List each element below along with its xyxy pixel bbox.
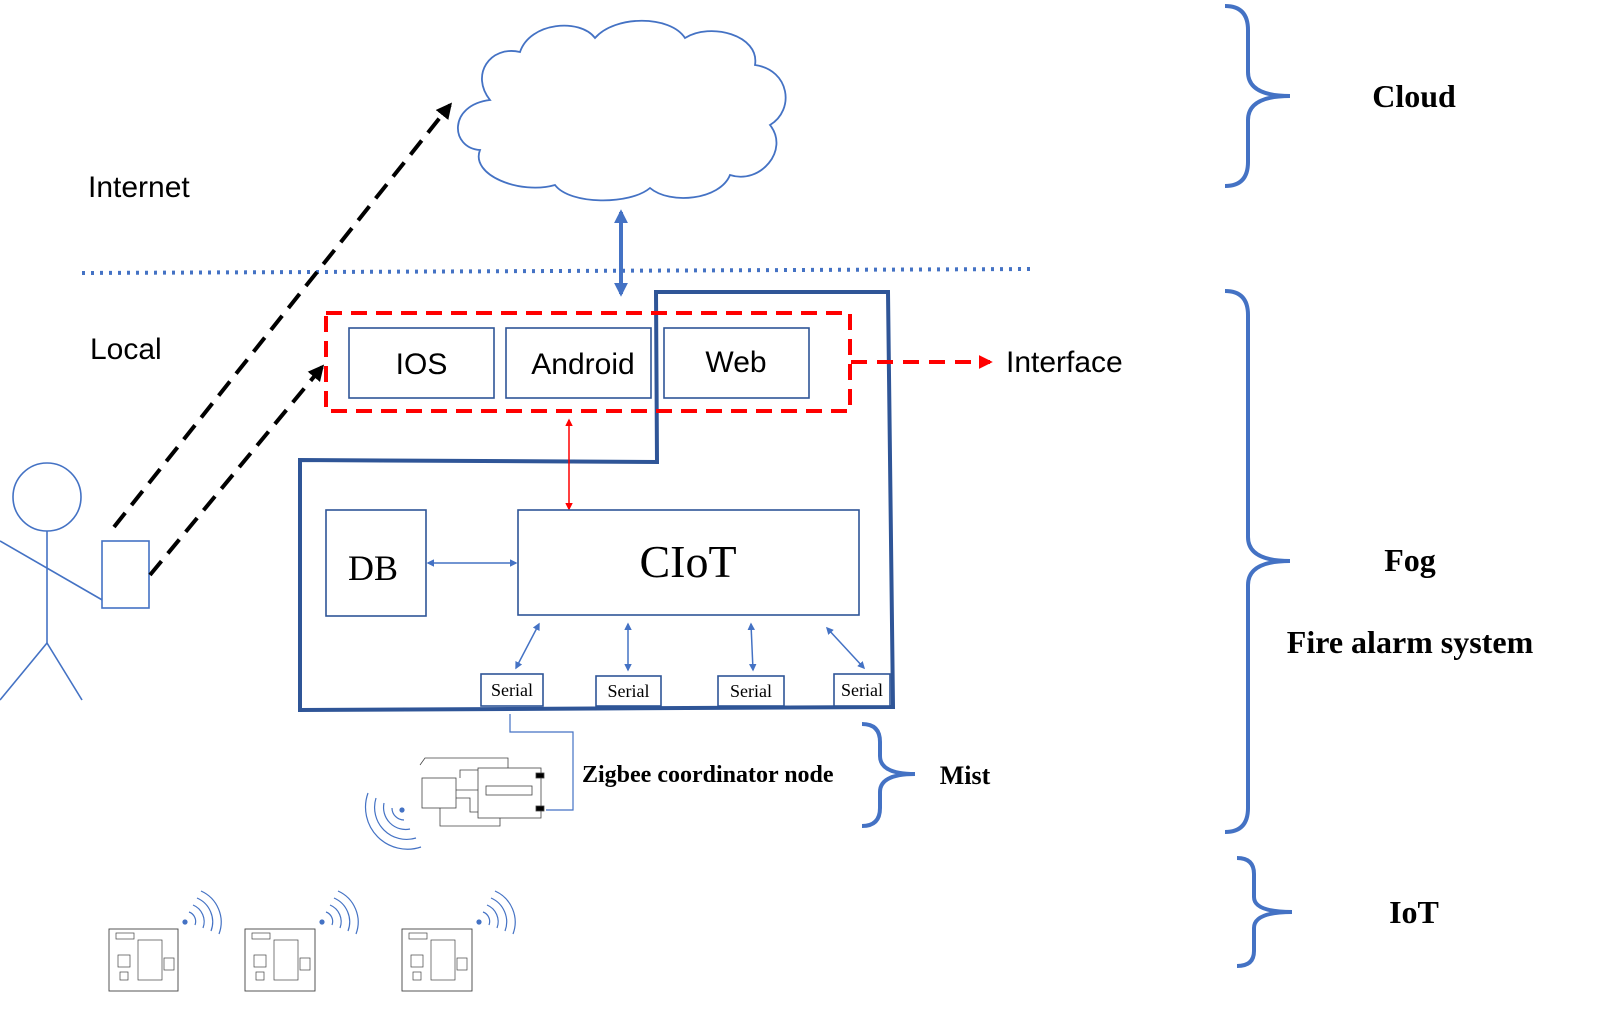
serial-label-4: Serial (841, 680, 883, 700)
interface-label: Interface (1006, 346, 1123, 379)
android-label: Android (531, 348, 634, 381)
serial-coordinator-cable (509, 714, 574, 811)
ios-box: IOS (348, 327, 495, 399)
iot-layer-brace (1236, 856, 1293, 968)
cloud-shape (457, 19, 787, 202)
fog-node-frame (298, 290, 896, 713)
serial-box-3: Serial (717, 675, 785, 707)
web-label: Web (705, 346, 766, 379)
smartphone-icon (101, 540, 150, 609)
interface-group (324, 311, 852, 413)
ios-label: IOS (396, 348, 448, 381)
ciot-box: CIoT (517, 509, 860, 616)
serial-label-1: Serial (491, 680, 533, 700)
db-label: DB (348, 548, 398, 588)
serial-box-1: Serial (480, 673, 544, 707)
phone-to-cloud-arrow (112, 102, 452, 529)
mist-layer-label: Mist (940, 761, 991, 790)
iot-layer-label: IoT (1389, 894, 1439, 930)
phone-to-interface-arrow (148, 364, 325, 577)
cloud-layer-label: Cloud (1372, 78, 1456, 114)
serial-label-3: Serial (730, 681, 772, 701)
iot-node-3 (401, 928, 473, 992)
fire-alarm-system-label: Fire alarm system (1287, 624, 1534, 660)
iot-node-3-wireless-icon (476, 890, 516, 935)
iot-node-2-wireless-icon (319, 890, 359, 935)
ciot-serial-arrow-1 (515, 622, 540, 670)
ciot-serial-arrow-3 (747, 622, 757, 672)
ciot-serial-arrow-4 (825, 626, 866, 670)
internet-zone-label: Internet (88, 171, 190, 204)
mist-layer-brace (861, 722, 916, 828)
iot-node-1 (108, 928, 179, 992)
ciot-label: CIoT (639, 536, 736, 587)
serial-label-2: Serial (608, 681, 650, 701)
web-box: Web (663, 327, 810, 399)
fog-layer-brace (1224, 289, 1291, 834)
iot-node-2 (244, 928, 316, 992)
user-figure-icon (0, 462, 105, 701)
coordinator-wireless-icon (364, 792, 422, 850)
local-zone-label: Local (90, 333, 162, 366)
serial-box-2: Serial (595, 675, 662, 707)
coordinator-label: Zigbee coordinator node (582, 762, 834, 788)
serial-box-4: Serial (833, 673, 891, 707)
iot-node-1-wireless-icon (182, 890, 222, 935)
zigbee-coordinator-schematic-icon (419, 757, 545, 827)
cloud-layer-brace (1224, 4, 1291, 188)
android-box: Android (505, 327, 652, 399)
fog-layer-label: Fog (1384, 542, 1436, 578)
internet-local-divider (81, 267, 1031, 275)
db-box: DB (325, 509, 427, 617)
